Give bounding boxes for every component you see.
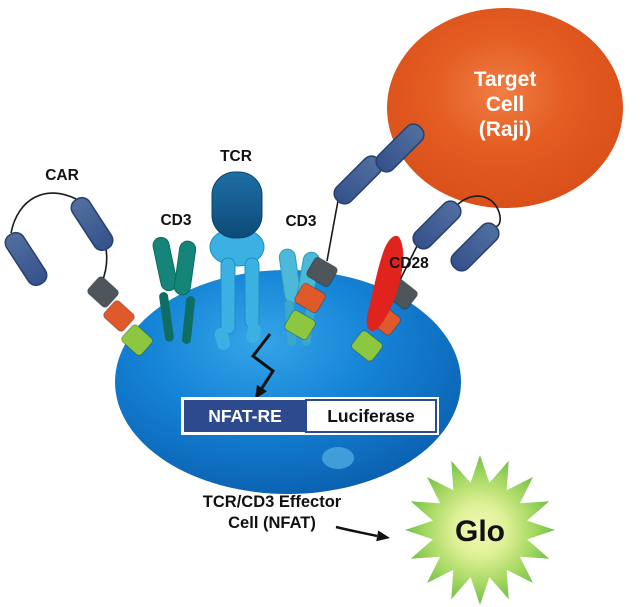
tcr-stalk [220,257,236,335]
luciferase-box [305,399,437,433]
target-cell-label-line2: Cell [486,93,525,116]
car-right-lower-scfv-arm [450,222,500,272]
cd3-left-tail [181,296,196,344]
tcr-stalk-foot [214,327,231,350]
tcr-stalk [244,257,260,329]
target-cell-label-line3: (Raji) [479,118,532,141]
car-left-cd3zeta-block [121,324,153,356]
reporter-construct: NFAT-RE Luciferase [181,397,439,435]
cd3-right-label: CD3 [285,213,316,230]
nfat-re-label: NFAT-RE [208,406,282,426]
car-right-upper-hinge-line [326,200,339,262]
glo-arrow [335,525,378,538]
car-right-upper-transmembrane-block [306,256,338,288]
cd3-left-tail [159,292,174,342]
tcr-label: TCR [220,148,252,165]
car-label: CAR [45,167,79,184]
cd3-left-label: CD3 [160,212,191,229]
target-cell-label-line1: Target [474,68,537,91]
cd3-left-subunit [152,236,178,292]
car-left-scfv-arm-inner [70,196,114,252]
glo-label: Glo [455,515,505,548]
cd3-left-subunit [173,240,197,296]
glo-arrowhead [376,530,390,542]
signal-zigzag-arrow [250,333,276,389]
effector-cell-label-line2: Cell (NFAT) [228,514,316,532]
glo-starburst [405,455,555,605]
tcr-stalk-foot [246,323,261,344]
effector-cell-label-line1: TCR/CD3 Effector [203,493,342,511]
car-right-lower-linker-line [456,195,502,228]
car-left [4,192,153,356]
nfat-re-box [184,400,306,432]
signal-zigzag-arrowhead [255,384,267,399]
car-left-scfv-arm-outer [4,231,48,287]
vesicle [322,447,354,469]
car-right-upper-cd3zeta-block [284,309,316,341]
cd3-right-subunit [278,248,302,304]
car-right-upper-scfv-arm [375,123,425,173]
tcr-head [211,171,263,239]
cd28-molecule [366,235,404,331]
car-left-transmembrane-block [87,276,119,308]
car-left-costim-block [103,300,135,332]
car-right-upper-costim-block [294,282,326,314]
target-cell [387,8,623,208]
luciferase-label: Luciferase [327,406,415,426]
car-right-lower-scfv-arm [412,200,462,250]
cd28-label: CD28 [389,255,429,272]
car-right-upper [284,123,425,341]
car-left-linker-line [10,192,77,234]
car-right-lower-cd3zeta-block [351,330,383,362]
